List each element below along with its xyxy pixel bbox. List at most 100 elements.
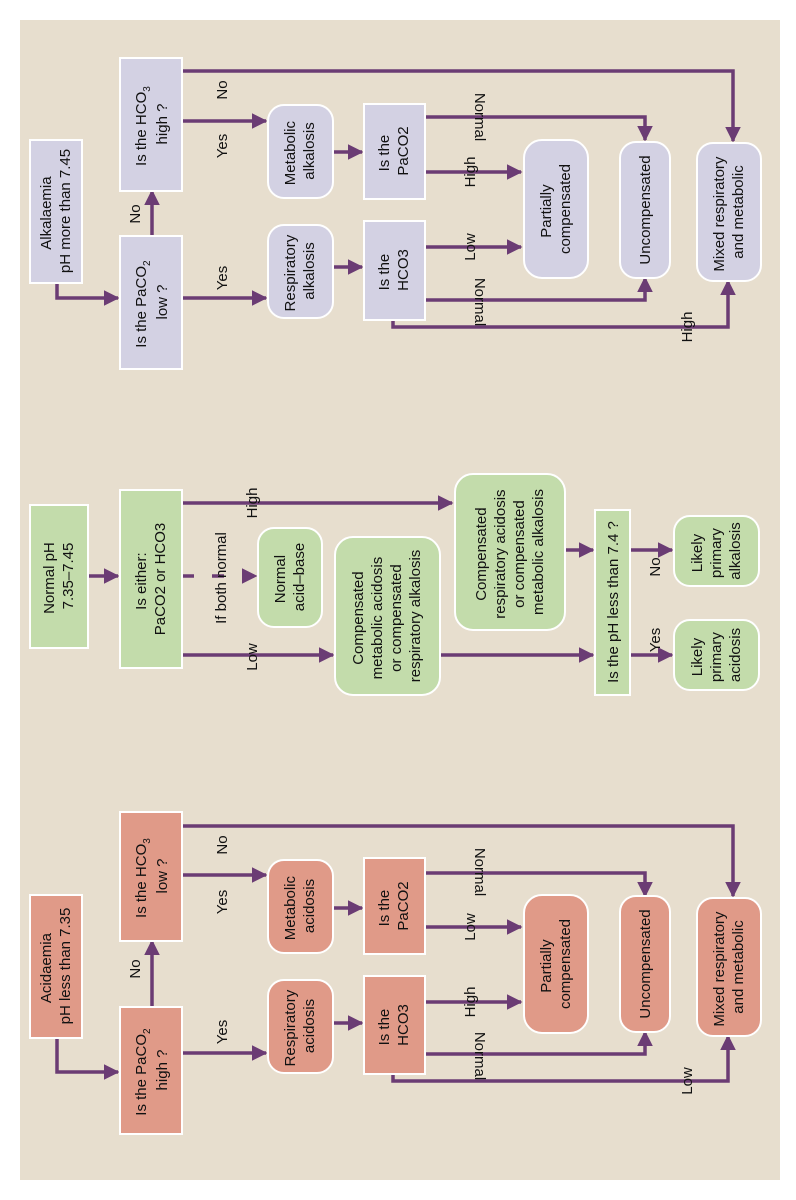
svg-text:Metabolic acidosis: Metabolic acidosis (282, 872, 318, 940)
svg-text:Likely primary aci: Likely primary acidosis (689, 628, 744, 682)
svg-text:Likely primary alk: Likely primary alkalosis (689, 522, 744, 580)
acidaemia-title: Acidaemia (38, 932, 55, 1003)
comp-metab-box (334, 536, 441, 696)
acid-partially-compensated-box (523, 894, 589, 1034)
acid-hco3-normal-label: Normal (471, 1032, 488, 1080)
svg-text:Normal acid–base: Normal acid–base (272, 543, 308, 611)
acid-mixed-line1: Mixed respiratory (711, 911, 728, 1027)
acid-hco3-question-sub: 3 (142, 838, 153, 844)
both-normal-label: If both normal (213, 532, 230, 624)
paco2-no-label: No (127, 204, 144, 223)
partially-compensated-box (523, 139, 589, 279)
comp-metab-line2: metabolic acidosis (369, 557, 386, 680)
arrow-paco2-normal (425, 115, 653, 142)
arrow-start-to-paco2 (55, 283, 120, 306)
respiratory-acidosis-box (267, 979, 334, 1074)
svg-text:Acidaemia pH less than 7: Acidaemia pH less than 7.35 (38, 908, 74, 1025)
check-paco2-line1: Is the (376, 135, 393, 172)
acid-hco3-low-label: Low (679, 1067, 696, 1095)
likely-alkalosis-line2: primary (708, 528, 725, 579)
acidaemia-labels: Acidaemia pH less than 7.35 Is the PaCO2… (38, 834, 747, 1115)
normal-acid-base-line2: acid–base (291, 543, 308, 611)
acid-check-paco2-box (363, 857, 426, 955)
normal-labels: Normal pH 7.35–7.45 Is either: PaCO2 or … (41, 488, 744, 683)
alkalaemia-boxes (29, 57, 762, 370)
acid-hco3-question-box (119, 811, 183, 942)
svg-text:Metabolic alkalosis: Metabolic alkalosis (282, 117, 318, 185)
svg-text:Respiratory alkalosis: Respiratory alkalosis (282, 231, 318, 312)
arrow-acid-paco2-normal (425, 871, 653, 898)
comp-metab-line1: Compensated (350, 571, 367, 664)
partial-line2: compensated (557, 164, 574, 254)
alkalaemia-title: Alkalaemia (38, 176, 55, 250)
hco3-high-label: High (679, 312, 696, 343)
svg-text:Partially compensated: Partially compensated (538, 919, 574, 1009)
metab-acidosis-line1: Metabolic (282, 875, 299, 940)
hco3-question-high: high ? (154, 104, 171, 145)
metab-alkalosis-line2: alkalosis (301, 122, 318, 180)
normal-acid-base-box (257, 527, 323, 628)
alkalaemia-condition: pH more than 7.45 (57, 149, 74, 273)
svg-text:Normal pH 7.35–7.45: Normal pH 7.35–7.45 (41, 538, 77, 614)
arrow-acid-hco3-no (182, 824, 741, 898)
either-question-box (119, 489, 183, 669)
normal-flowchart (88, 495, 674, 663)
alkalaemia-start-box (29, 139, 83, 284)
normal-acid-base-line1: Normal (272, 555, 289, 603)
likely-acidosis-line3: acidosis (727, 628, 744, 682)
alkalaemia-labels: Alkalaemia pH more than 7.45 Is the PaCO… (38, 80, 747, 347)
svg-text:Is the PaCO2: Is the PaCO2 (376, 126, 412, 175)
acid-hco3-question-prefix: Is the HCO (133, 844, 150, 918)
svg-text:Is the PaCO2 low ?: Is the PaCO2 low ? (133, 256, 171, 347)
comp-resp-line3: or compensated (511, 500, 528, 608)
likely-acidosis-box (673, 619, 760, 691)
hco3-question-prefix: Is the HCO (133, 92, 150, 166)
paco2-normal-label: Normal (471, 93, 488, 141)
svg-text:Is the HCO3 low ?: Is the HCO3 low ? (133, 834, 171, 918)
svg-text:Partially compensated: Partially compensated (538, 164, 574, 254)
acid-paco2-normal-label: Normal (471, 848, 488, 896)
likely-acidosis-line1: Likely (689, 637, 706, 676)
svg-text:Alkalaemia pH more than: Alkalaemia pH more than 7.45 (38, 149, 74, 273)
acid-check-paco2-line1: Is the (376, 890, 393, 927)
likely-acidosis-line2: primary (708, 632, 725, 683)
resp-alkalosis-line2: alkalosis (301, 242, 318, 300)
svg-text:Is the PaCO2: Is the PaCO2 (376, 881, 412, 930)
mixed-line1: Mixed respiratory (711, 156, 728, 272)
metab-acidosis-line2: acidosis (301, 879, 318, 933)
paco2-yes-label: Yes (214, 266, 231, 290)
arrow-hco3-high (391, 279, 736, 329)
ph-question-box (594, 509, 631, 696)
acidaemia-flowchart (55, 824, 741, 1083)
comp-metab-line4: respiratory alkalosis (407, 550, 424, 683)
svg-text:Mixed respiratory and me: Mixed respiratory and metabolic (711, 152, 747, 271)
paco2-question-low: low ? (154, 284, 171, 319)
partial-line1: Partially (538, 184, 555, 238)
uncompensated-label: Uncompensated (637, 155, 654, 264)
paco2-high-label: High (462, 157, 479, 188)
mixed-box (696, 142, 762, 282)
check-paco2-box (363, 103, 426, 200)
normal-title: Normal pH (41, 542, 58, 614)
normal-range: 7.35–7.45 (60, 543, 77, 610)
likely-alkalosis-box (673, 515, 760, 587)
resp-acidosis-line1: Respiratory (282, 989, 299, 1066)
paco2-question-sub: 2 (142, 260, 153, 266)
either-line2: PaCO2 or HCO3 (152, 523, 169, 636)
metab-alkalosis-line1: Metabolic (282, 120, 299, 185)
mixed-line2: and metabolic (730, 165, 747, 259)
acidaemia-boxes (29, 811, 762, 1135)
check-hco3-line1: Is the (376, 254, 393, 291)
metabolic-acidosis-box (267, 859, 334, 954)
acid-paco2-question-high: high ? (154, 1050, 171, 1091)
acidaemia-start-box (29, 894, 83, 1039)
acid-paco2-question-box (119, 1006, 183, 1135)
resp-acidosis-line2: acidosis (301, 999, 318, 1053)
arrow-acid-hco3-normal (425, 1030, 653, 1056)
acid-paco2-low-label: Low (462, 913, 479, 941)
arrow-acid-start-to-paco2 (55, 1038, 120, 1080)
ph-question-label: Is the pH less than 7.4 ? (605, 521, 622, 683)
ph-yes-label: Yes (647, 628, 664, 652)
